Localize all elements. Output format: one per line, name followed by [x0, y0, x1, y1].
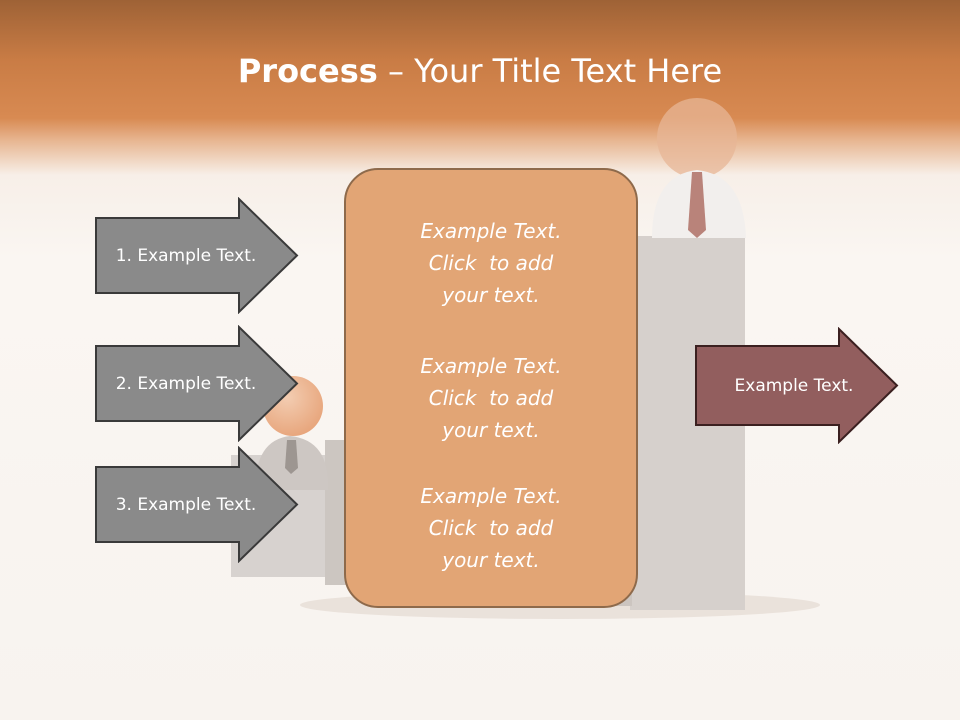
step-arrow-1[interactable]: 1. Example Text. — [94, 197, 299, 314]
center-text-block-2: Example Text. Click to add your text. — [346, 350, 636, 446]
output-arrow[interactable]: Example Text. — [694, 327, 900, 444]
center-text-block-1: Example Text. Click to add your text. — [346, 215, 636, 311]
text-line: your text. — [442, 418, 540, 442]
text-line: Click to add — [428, 386, 554, 410]
text-line: Click to add — [428, 251, 554, 275]
center-text-block-3: Example Text. Click to add your text. — [346, 480, 636, 576]
arrow-right-shape — [95, 446, 299, 563]
text-line: Example Text. — [420, 354, 562, 378]
text-line: your text. — [442, 548, 540, 572]
text-line: Example Text. — [420, 484, 562, 508]
step-arrow-2-label: 2. Example Text. — [115, 373, 257, 394]
text-line: your text. — [442, 283, 540, 307]
slide-title-bold: Process — [237, 52, 378, 90]
arrow-right-shape — [95, 197, 299, 314]
slide-title[interactable]: Process – Your Title Text Here — [0, 52, 960, 90]
center-text-box[interactable]: Example Text. Click to add your text. Ex… — [344, 168, 638, 608]
text-line: Example Text. — [420, 219, 562, 243]
output-arrow-label: Example Text. — [734, 375, 854, 396]
step-arrow-3[interactable]: 3. Example Text. — [94, 446, 299, 563]
step-arrow-2[interactable]: 2. Example Text. — [94, 325, 299, 442]
arrow-right-shape — [95, 325, 299, 442]
step-arrow-3-label: 3. Example Text. — [115, 494, 257, 515]
arrow-right-shape — [695, 327, 899, 444]
step-arrow-1-label: 1. Example Text. — [115, 245, 257, 266]
text-line: Click to add — [428, 516, 554, 540]
slide-title-rest: – Your Title Text Here — [377, 52, 723, 90]
